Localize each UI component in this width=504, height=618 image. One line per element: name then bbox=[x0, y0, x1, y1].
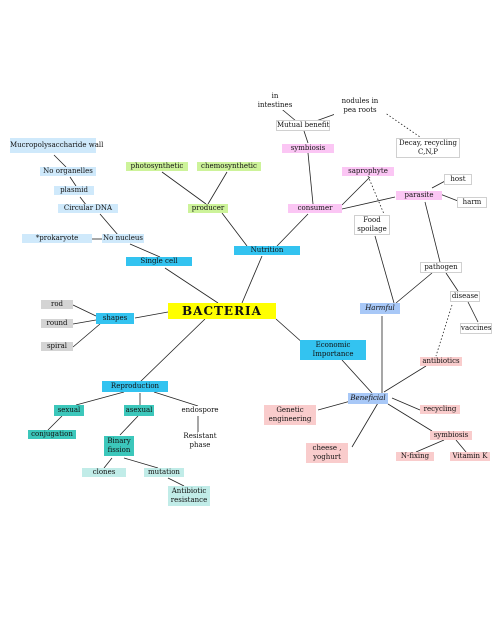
connector bbox=[445, 272, 459, 292]
node-endospore: endospore bbox=[180, 406, 220, 415]
connector bbox=[134, 311, 169, 319]
connector bbox=[307, 152, 314, 205]
connector bbox=[303, 130, 309, 144]
connector bbox=[53, 154, 67, 168]
connector bbox=[387, 403, 433, 432]
connector bbox=[275, 318, 305, 345]
node-rod: rod bbox=[41, 300, 73, 309]
node-genetic-engineering: Genetic engineering bbox=[264, 405, 316, 425]
connector bbox=[467, 301, 479, 323]
connector bbox=[276, 213, 309, 247]
node-cheese-yoghurt: cheese , yoghurt bbox=[306, 443, 348, 463]
connector bbox=[119, 415, 139, 436]
connector bbox=[129, 243, 161, 258]
connector bbox=[341, 196, 396, 210]
connector bbox=[207, 171, 228, 205]
node-no-organelles: No organelles bbox=[40, 167, 96, 176]
node-round: round bbox=[41, 319, 73, 328]
connector bbox=[391, 397, 421, 411]
connector bbox=[72, 304, 97, 317]
node-no-nucleus: No nucleus bbox=[102, 234, 144, 243]
connector bbox=[341, 176, 371, 206]
dashed-connector bbox=[367, 175, 385, 215]
node-antibiotics: antibiotics bbox=[420, 357, 462, 366]
node-saprophyte: saprophyte bbox=[342, 167, 394, 176]
node-recycling: recycling bbox=[420, 405, 460, 414]
node-photosynthetic: photosynthetic bbox=[126, 162, 188, 171]
node-nodules-in-pea-roots: nodules in pea roots bbox=[334, 97, 386, 115]
connector bbox=[341, 359, 373, 394]
connector bbox=[383, 365, 427, 393]
connector bbox=[439, 193, 459, 202]
node-producer: producer bbox=[188, 204, 228, 213]
connector bbox=[123, 457, 159, 469]
node-prokaryote: *prokaryote bbox=[22, 234, 92, 243]
connector bbox=[72, 319, 97, 325]
connector bbox=[69, 176, 77, 187]
node-consumer: consumer bbox=[288, 204, 342, 213]
node-harm: harm bbox=[457, 197, 487, 208]
node-symbiosis-top: symbiosis bbox=[282, 144, 334, 153]
node-mutual-benefit: Mutual benefit bbox=[276, 120, 330, 131]
node-vitamin-k: Vitamin K bbox=[450, 452, 490, 461]
connector bbox=[351, 402, 379, 448]
node-reproduction: Reproduction bbox=[102, 381, 168, 392]
node-disease: disease bbox=[450, 291, 480, 302]
node-beneficial: Beneficial bbox=[348, 393, 388, 404]
node-vaccines: vaccines bbox=[460, 323, 492, 334]
connector bbox=[424, 201, 441, 263]
dashed-connector bbox=[435, 304, 453, 357]
connector bbox=[164, 267, 219, 304]
node-shapes: shapes bbox=[96, 313, 134, 324]
connector bbox=[241, 255, 263, 304]
node-n-fixing: N-fixing bbox=[396, 452, 434, 461]
node-single-cell: Single cell bbox=[126, 257, 192, 266]
node-symbiosis-bottom: symbiosis bbox=[430, 431, 472, 440]
connector bbox=[47, 415, 63, 431]
node-economic-importance: Economic Importance bbox=[300, 340, 366, 360]
node-mutation: mutation bbox=[144, 468, 184, 477]
node-spiral: spiral bbox=[41, 342, 73, 351]
node-binary-fission: Binary fission bbox=[104, 436, 134, 456]
node-resistant-phase: Resistant phase bbox=[178, 432, 222, 450]
connector bbox=[415, 439, 445, 453]
node-murein-wall: Mucropolysaccharide wall bbox=[10, 138, 103, 153]
connector bbox=[221, 212, 248, 247]
node-conjugation: conjugation bbox=[28, 430, 76, 439]
node-circular-dna: Circular DNA bbox=[58, 204, 118, 213]
connector bbox=[139, 318, 206, 383]
connector bbox=[395, 272, 433, 304]
node-plasmid: plasmid bbox=[54, 186, 94, 195]
node-chemosynthetic: chemosynthetic bbox=[197, 162, 261, 171]
node-pathogen: pathogen bbox=[420, 262, 462, 273]
node-in-intestines: in intestines bbox=[254, 92, 296, 110]
node-clones: clones bbox=[82, 468, 126, 477]
connector bbox=[167, 477, 185, 487]
node-decay-recycling: Decay, recycling C,N,P bbox=[396, 138, 460, 158]
connector bbox=[103, 457, 113, 469]
node-food-spoilage: Food spoilage bbox=[354, 215, 390, 235]
node-nutrition: Nutrition bbox=[234, 246, 300, 255]
connector bbox=[455, 439, 467, 453]
node-host: host bbox=[444, 174, 472, 185]
node-asexual: asexual bbox=[124, 405, 154, 416]
connector bbox=[374, 235, 395, 304]
node-antibiotic-resistance: Antibiotic resistance bbox=[168, 486, 210, 506]
connector bbox=[161, 171, 207, 205]
connector bbox=[72, 323, 101, 348]
connector bbox=[153, 391, 199, 407]
connector bbox=[99, 213, 119, 236]
node-parasite: parasite bbox=[396, 191, 442, 200]
dashed-connector bbox=[377, 107, 421, 138]
node-harmful: Harmful bbox=[360, 303, 400, 314]
node-sexual: sexual bbox=[54, 405, 84, 416]
connector bbox=[75, 391, 125, 406]
node-bacteria-center: BACTERIA bbox=[168, 303, 276, 319]
